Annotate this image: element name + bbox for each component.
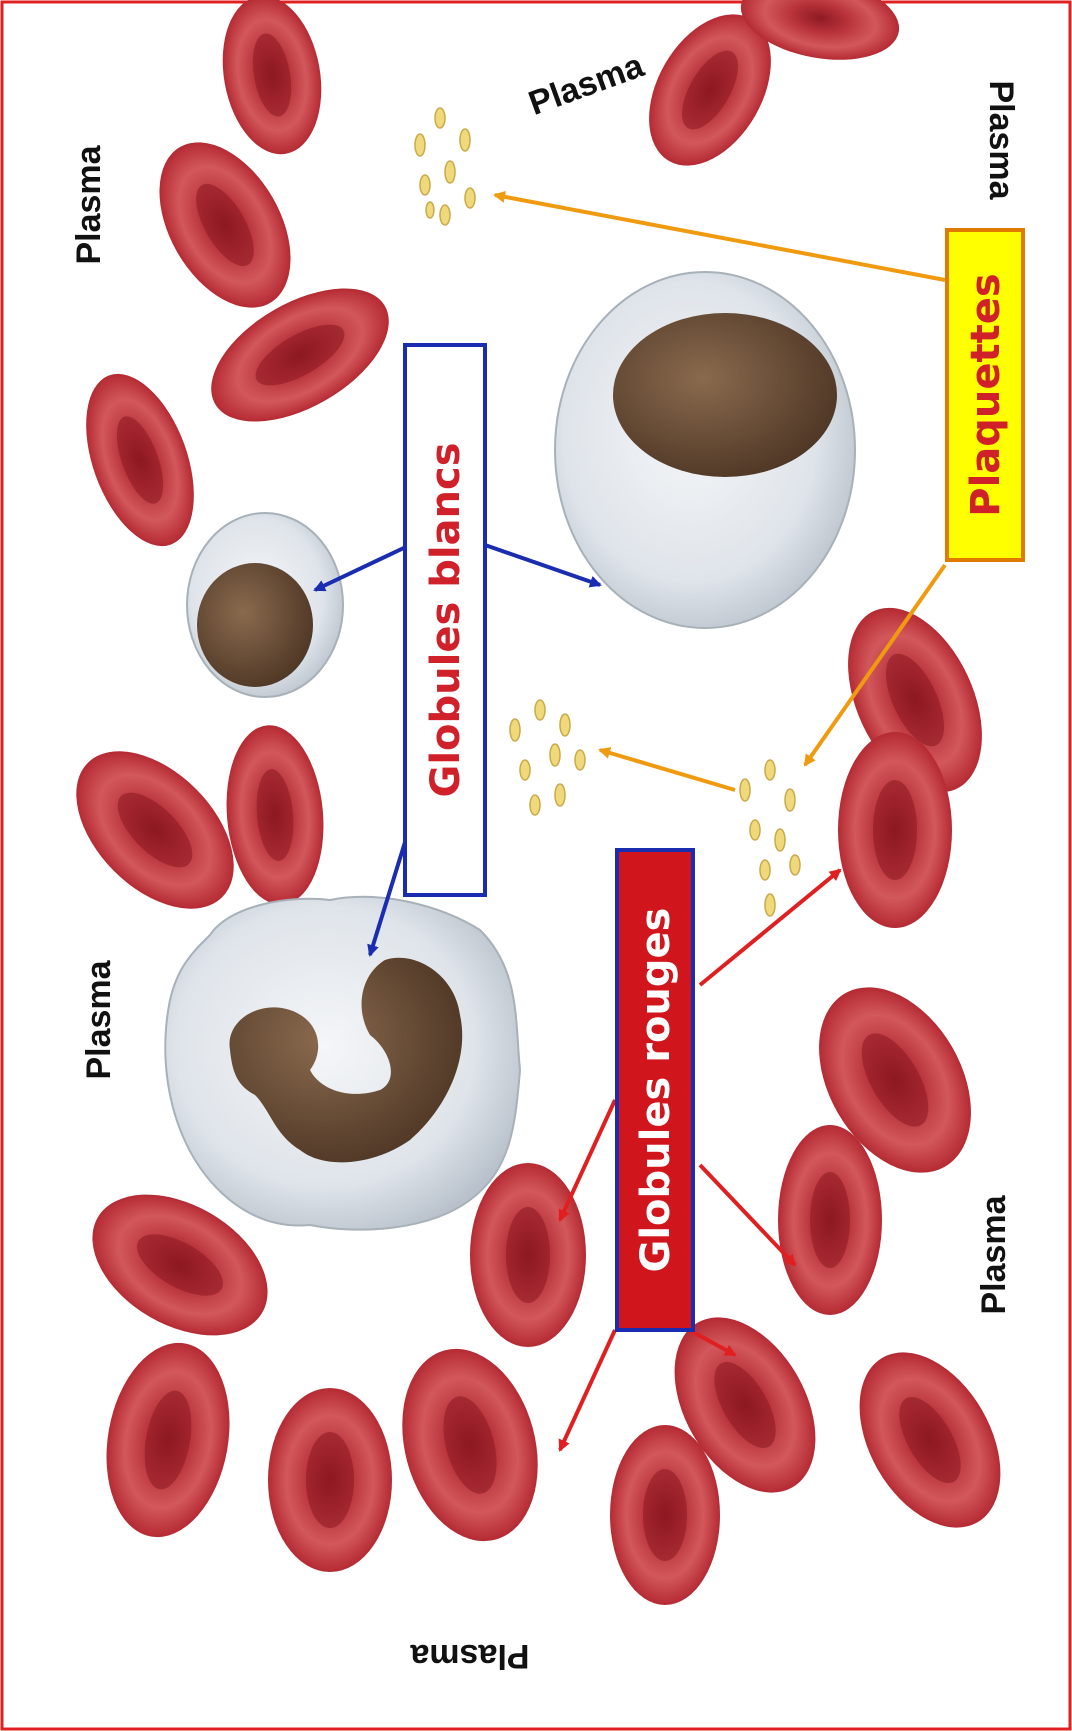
plasma-label: Plasma [409,1637,529,1675]
red-blood-cell [838,732,952,928]
red-cells-label: Globules rouges [633,908,679,1273]
red-blood-cell [268,1388,392,1572]
plasma-label: Plasma [982,80,1020,200]
platelets-label-box: Plaquettes [947,230,1023,560]
red-blood-cell [470,1163,586,1347]
plasma-label: Plasma [975,1194,1013,1314]
white-blood-cell-large [555,272,855,628]
plasma-label: Plasma [80,959,118,1079]
white-blood-cell-small [187,513,343,697]
red-blood-cell [778,1125,882,1315]
white-blood-cell-neutrophil [165,897,520,1230]
platelets-label: Plaquettes [963,273,1009,516]
white-cells-label-box: Globules blancs [405,345,485,895]
red-cells-label-box: Globules rouges [617,850,693,1330]
plasma-label: Plasma [70,144,108,264]
white-cells-label: Globules blancs [423,442,469,797]
red-blood-cell [610,1425,720,1605]
